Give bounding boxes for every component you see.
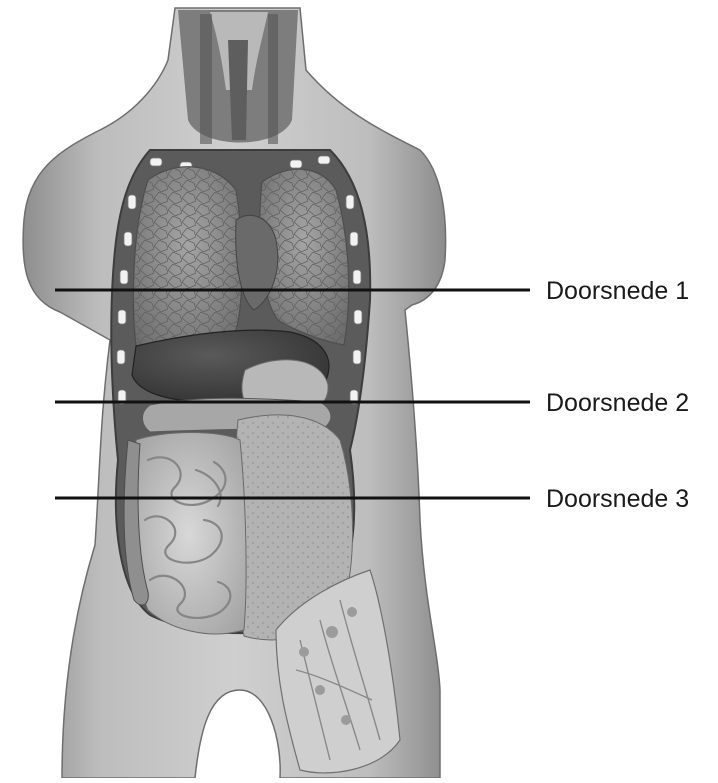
section-label-3: Doorsnede 3 — [546, 487, 689, 512]
section-label-1: Doorsnede 1 — [546, 279, 689, 304]
section-label-2: Doorsnede 2 — [546, 391, 689, 416]
